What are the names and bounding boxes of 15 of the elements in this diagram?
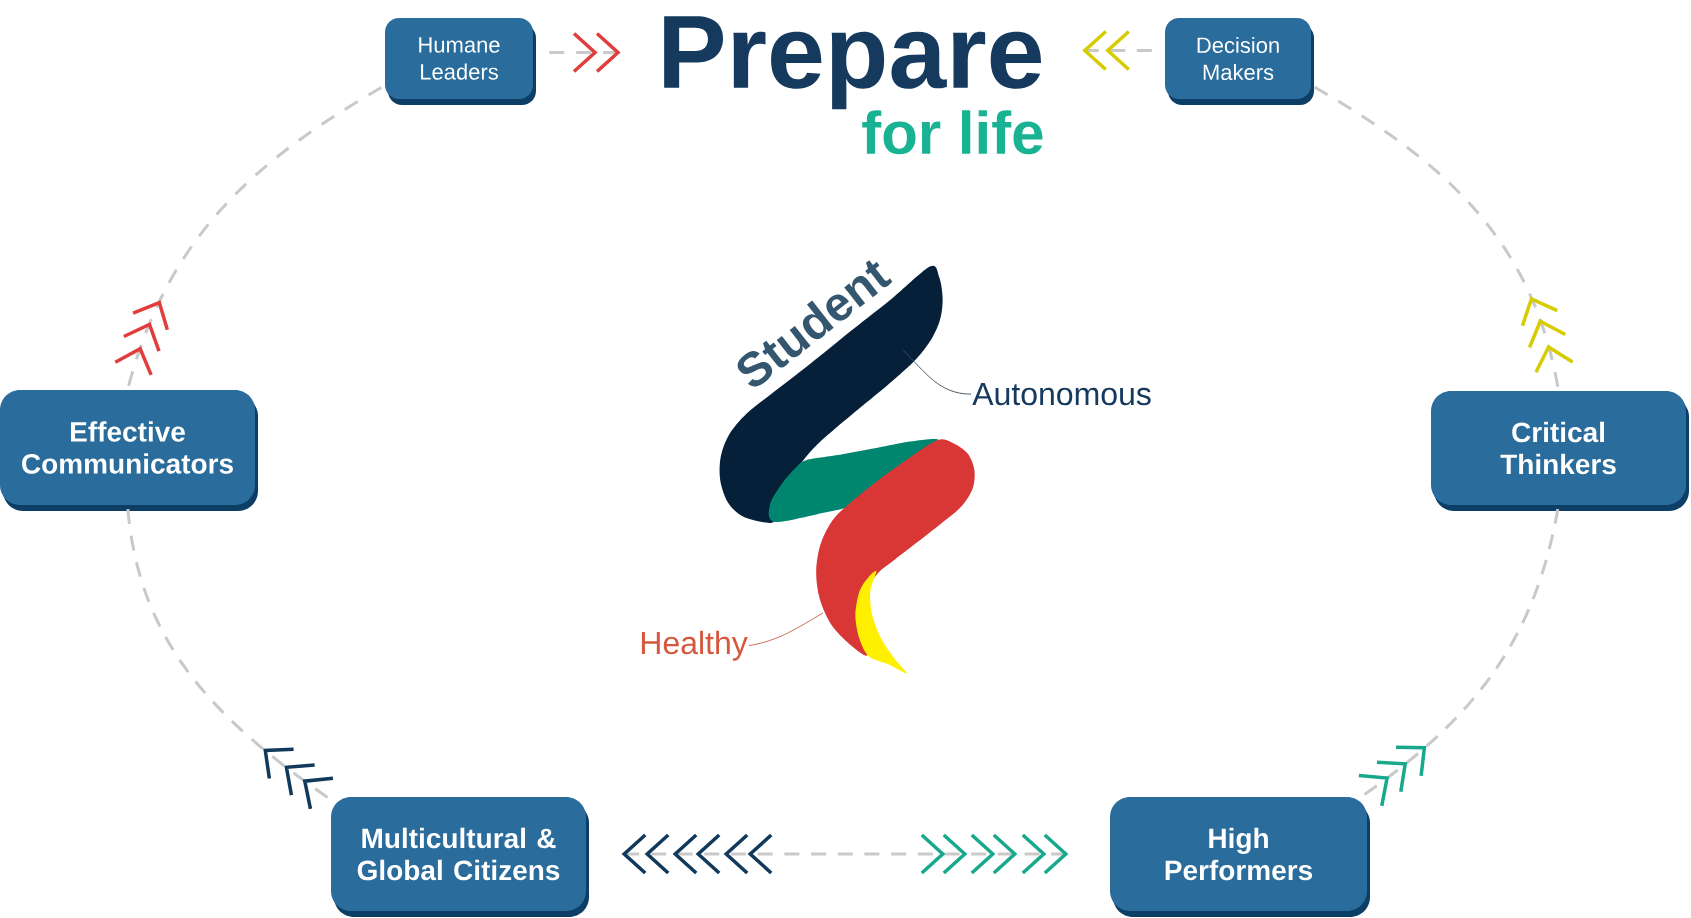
subtitle-text: for life [862,110,1043,155]
leader-line [748,612,824,647]
rounded-box: Multicultural & Global Citizens [331,797,589,917]
rounded-box: Critical Thinkers [1431,391,1689,511]
dashed-arrow [126,509,334,810]
callout-label: Healthy [641,630,748,661]
dashed-arrow [1358,508,1560,807]
rounded-box: Decision Makers [1165,18,1314,105]
callout-label: Autonomous [972,383,1151,406]
leader-line [902,349,972,395]
rounded-box: Effective Communicators [0,390,258,511]
dashed-arrow [621,833,1069,875]
title-text: Prepare [664,16,1041,110]
rounded-box: Humane Leaders [385,18,536,105]
rounded-box: High Performers [1110,797,1370,917]
